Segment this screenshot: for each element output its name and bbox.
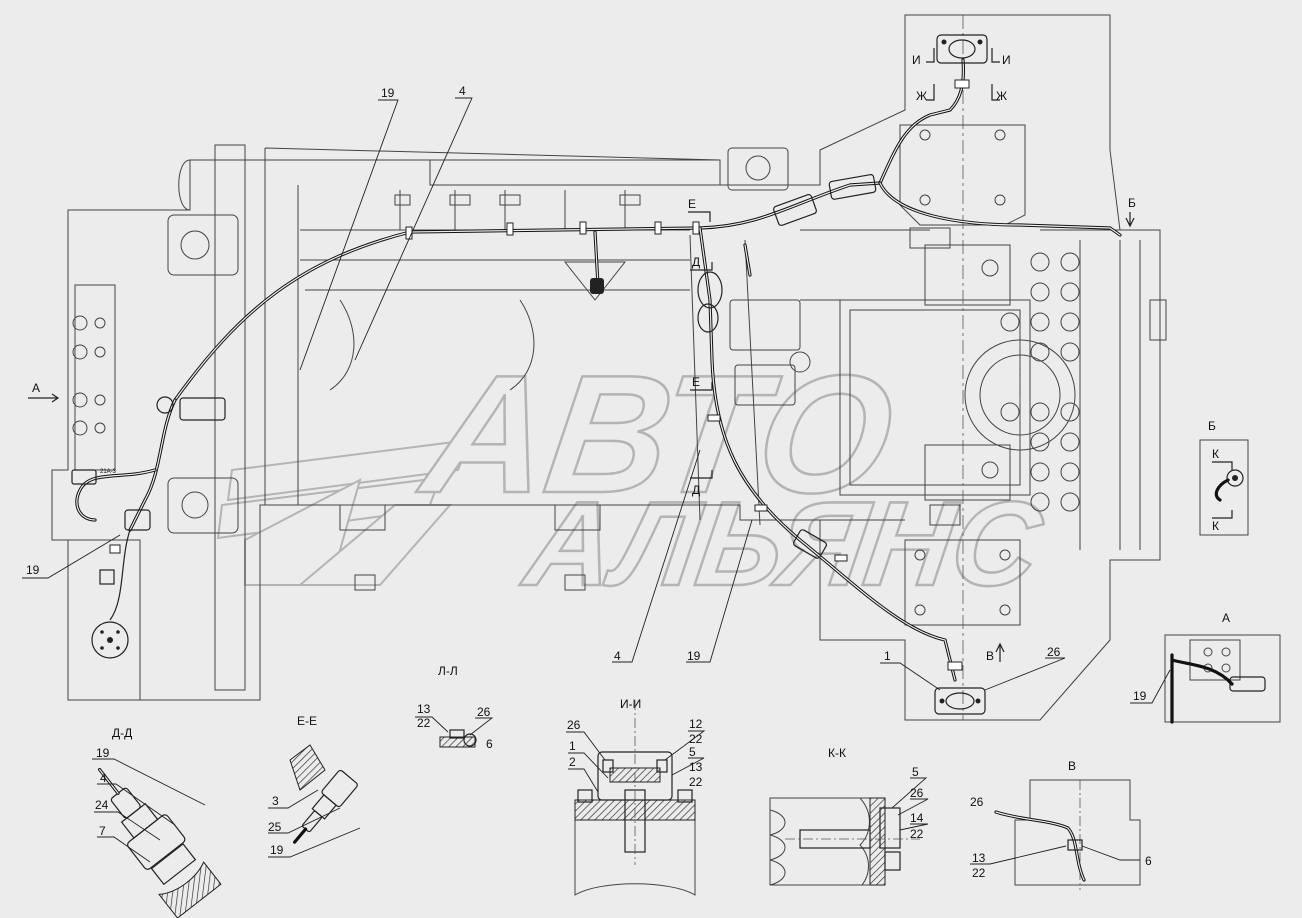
- section-mark-e-lower: Е: [692, 375, 700, 389]
- view-b-title: Б: [1208, 419, 1216, 433]
- section-mark-d-lower: Д: [692, 483, 700, 497]
- ii-callout-5: 5: [689, 745, 696, 759]
- main-callouts: 19 4 19 4 19 1 26: [22, 84, 1066, 691]
- kk-callout-22: 22: [910, 827, 924, 841]
- view-ii-title: И-И: [620, 697, 641, 711]
- v-callout-22: 22: [972, 866, 986, 880]
- view-kk-title: К-К: [828, 746, 846, 760]
- section-mark-e-upper: Е: [688, 197, 696, 211]
- ii-callout-13: 13: [689, 760, 703, 774]
- ll-callout-26: 26: [477, 705, 491, 719]
- section-mark-a-arrow: А: [32, 381, 40, 395]
- dd-callout-19: 19: [96, 746, 110, 760]
- view-b-mark-k-bottom: К: [1212, 519, 1219, 533]
- section-mark-b-arrow: Б: [1128, 196, 1136, 210]
- ii-callout-1: 1: [569, 739, 576, 753]
- callout-19-mid: 19: [687, 649, 701, 663]
- view-a-title: А: [1222, 611, 1230, 625]
- view-dd-title: Д-Д: [112, 726, 132, 740]
- view-a: А 19: [1130, 611, 1281, 724]
- v-callout-26: 26: [970, 795, 984, 809]
- plate-label: 21А-3: [100, 469, 117, 475]
- section-mark-i-right: И: [1002, 53, 1011, 67]
- callout-19-view-a: 19: [1133, 689, 1147, 703]
- ii-callout-22b: 22: [689, 775, 703, 789]
- kk-callout-5: 5: [912, 765, 919, 779]
- watermark: АВТО АЛЬЯНС: [216, 338, 1052, 612]
- callout-19-left: 19: [26, 563, 40, 577]
- ii-callout-22a: 22: [689, 732, 703, 746]
- view-dd: Д-Д 19 4 24 7: [92, 726, 222, 918]
- ii-callout-26: 26: [567, 718, 581, 732]
- callout-26-right: 26: [1047, 645, 1061, 659]
- ll-callout-6: 6: [486, 737, 493, 751]
- watermark-line2: АЛЬЯНС: [515, 477, 1050, 611]
- view-ee-title: Е-Е: [297, 714, 317, 728]
- section-mark-d-upper: Д: [692, 255, 700, 269]
- callout-1-right: 1: [884, 649, 891, 663]
- view-b: Б К К: [1199, 419, 1249, 536]
- ee-callout-3: 3: [272, 794, 279, 808]
- kk-callout-14: 14: [910, 811, 924, 825]
- view-v: В 26 13 22 6: [970, 759, 1152, 890]
- view-ll: Л-Л 13 22 26 6: [415, 664, 494, 751]
- v-callout-6: 6: [1145, 854, 1152, 868]
- kk-callout-26: 26: [910, 786, 924, 800]
- ii-callout-12: 12: [689, 717, 703, 731]
- watermark-logo: [216, 438, 472, 586]
- section-mark-v-arrow: В: [986, 649, 994, 663]
- watermark-line1: АВТО: [410, 340, 904, 528]
- view-kk: К-К 5 26 14 22: [769, 746, 929, 886]
- v-callout-13: 13: [972, 851, 986, 865]
- view-b-mark-k-top: К: [1212, 447, 1219, 461]
- section-mark-i-left: И: [912, 53, 921, 67]
- callout-19-top: 19: [381, 86, 395, 100]
- view-ll-title: Л-Л: [438, 664, 458, 678]
- view-ii: И-И 26 1 2 12 22 5 13 22: [566, 697, 706, 896]
- dd-callout-4: 4: [100, 771, 107, 785]
- ee-callout-25: 25: [268, 820, 282, 834]
- callout-4-top: 4: [459, 84, 466, 98]
- view-v-title: В: [1068, 759, 1076, 773]
- section-marks: И И Ж Ж Б А Е Д Е Д В: [28, 48, 1136, 663]
- dd-callout-7: 7: [99, 824, 106, 838]
- wiring-harness: [71, 34, 1122, 715]
- section-mark-zh-left: Ж: [916, 89, 927, 103]
- engine-outline: [51, 14, 1167, 721]
- ii-callout-2: 2: [569, 755, 576, 769]
- callout-4-mid: 4: [614, 649, 621, 663]
- dd-callout-24: 24: [95, 798, 109, 812]
- ee-callout-19: 19: [270, 843, 284, 857]
- view-ee: Е-Е 3 25 19: [268, 714, 361, 858]
- ll-callout-22: 22: [417, 716, 431, 730]
- section-mark-zh-right: Ж: [996, 89, 1007, 103]
- ll-callout-13: 13: [417, 702, 431, 716]
